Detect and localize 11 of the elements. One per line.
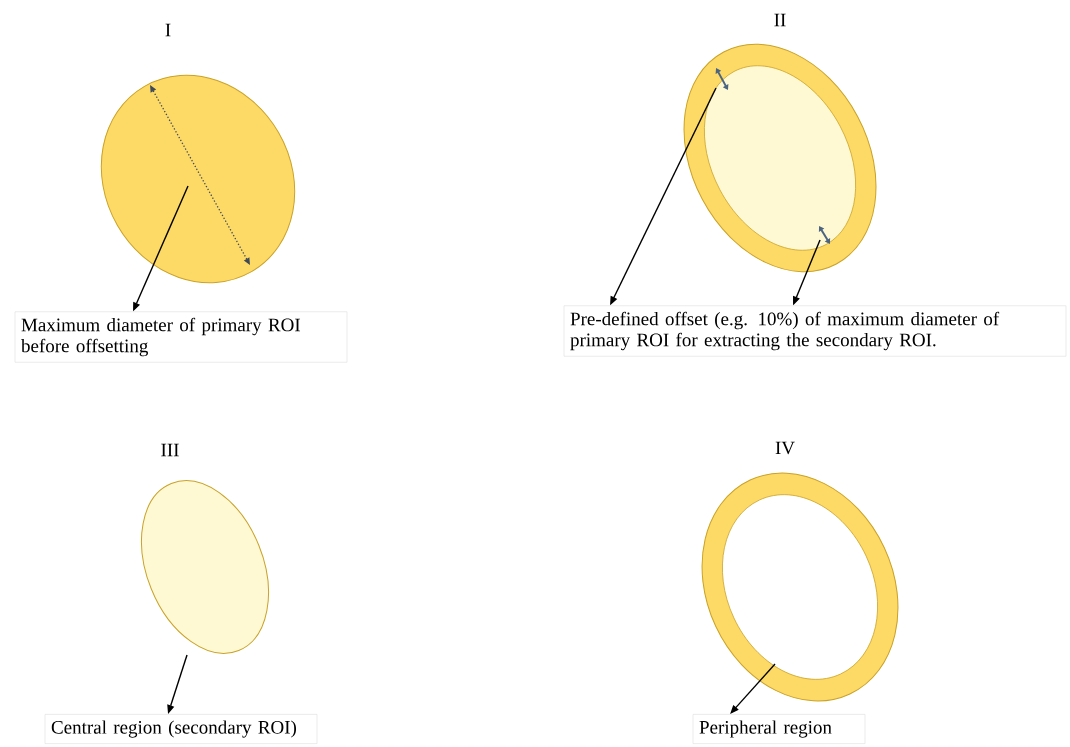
text-box: Central region (secondary ROI) xyxy=(44,714,318,744)
ring-shape xyxy=(683,43,877,273)
panel-label: III xyxy=(161,443,179,457)
text-box: Maximum diameter of primary ROI before offsetting xyxy=(14,311,348,363)
arrow xyxy=(730,663,776,714)
panel-label: IV xyxy=(775,441,795,455)
panel-label: I xyxy=(165,23,171,37)
text-box: Peripheral region xyxy=(692,714,866,744)
panel-label: II xyxy=(774,13,786,27)
text-box: Pre-defined offset (e.g. 10%) of maximum diameter of primary ROI for extracting the secondary ROI. xyxy=(563,305,1067,357)
ring-shape xyxy=(701,472,899,702)
